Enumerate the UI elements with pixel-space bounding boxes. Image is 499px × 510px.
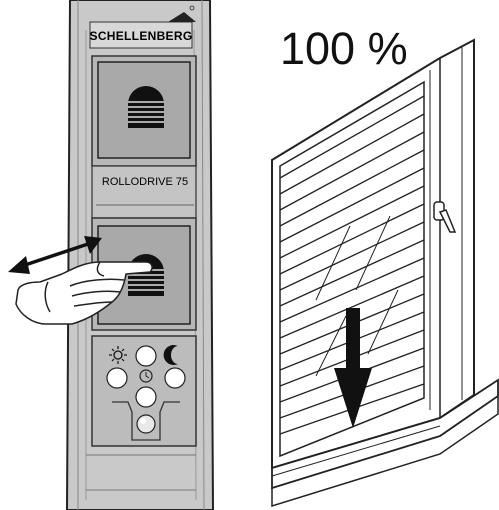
right-mode-button[interactable] <box>165 368 185 388</box>
window-with-shutter <box>272 40 498 506</box>
clock-button[interactable] <box>136 387 156 407</box>
brand-label: SCHELLENBERG <box>90 29 193 43</box>
shutter-dome-icon <box>128 86 164 128</box>
left-mode-button[interactable] <box>107 368 127 388</box>
shutter-position-label: 100 % <box>280 23 408 74</box>
status-led <box>137 415 155 433</box>
rollodrive-device: SCHELLENBERG ROLLODRIVE 75 <box>67 0 213 510</box>
shutter-dome-icon <box>128 254 164 296</box>
sun-mode-button[interactable] <box>136 346 156 366</box>
model-label: ROLLODRIVE 75 <box>102 176 188 188</box>
